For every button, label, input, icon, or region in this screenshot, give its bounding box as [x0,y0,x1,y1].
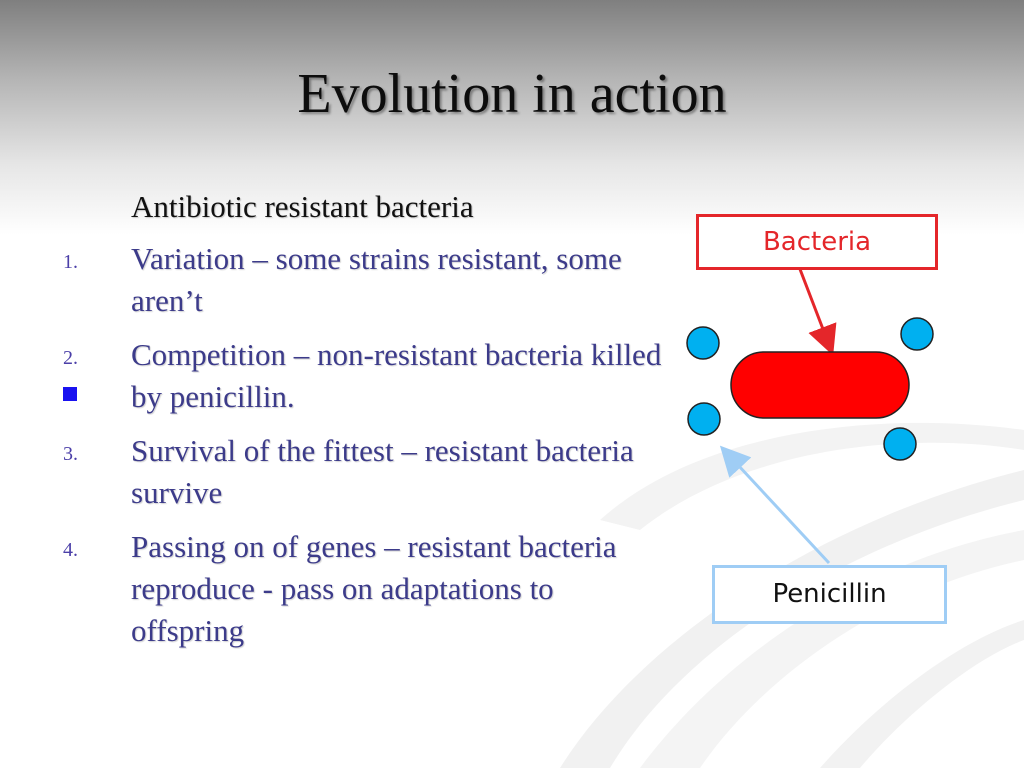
penicillin-molecule [686,326,720,360]
bacteria-label: Bacteria [696,214,938,270]
list-item-number: 1. [63,251,78,273]
list-item-text: Passing on of genes – resistant bacteria… [131,529,617,648]
list-item-text: Variation – some strains resistant, some… [131,241,622,318]
list-item-number: 4. [63,539,78,561]
bacterium-shape [730,351,910,419]
penicillin-molecule [687,402,721,436]
slide-title: Evolution in action [297,63,727,125]
penicillin-molecule [900,317,934,351]
list-item-text: Competition – non-resistant bacteria kil… [131,337,662,414]
list-item-number: 3. [63,443,78,465]
penicillin-arrow [719,445,831,565]
bacteria-arrow [796,263,837,356]
list-item-text: Survival of the fittest – resistant bact… [131,433,634,510]
intro-text: Antibiotic resistant bacteria [131,189,474,224]
penicillin-molecule [883,427,917,461]
penicillin-label: Penicillin [712,565,947,624]
list-item-number: 2. [63,347,78,369]
square-bullet-icon [63,387,77,401]
